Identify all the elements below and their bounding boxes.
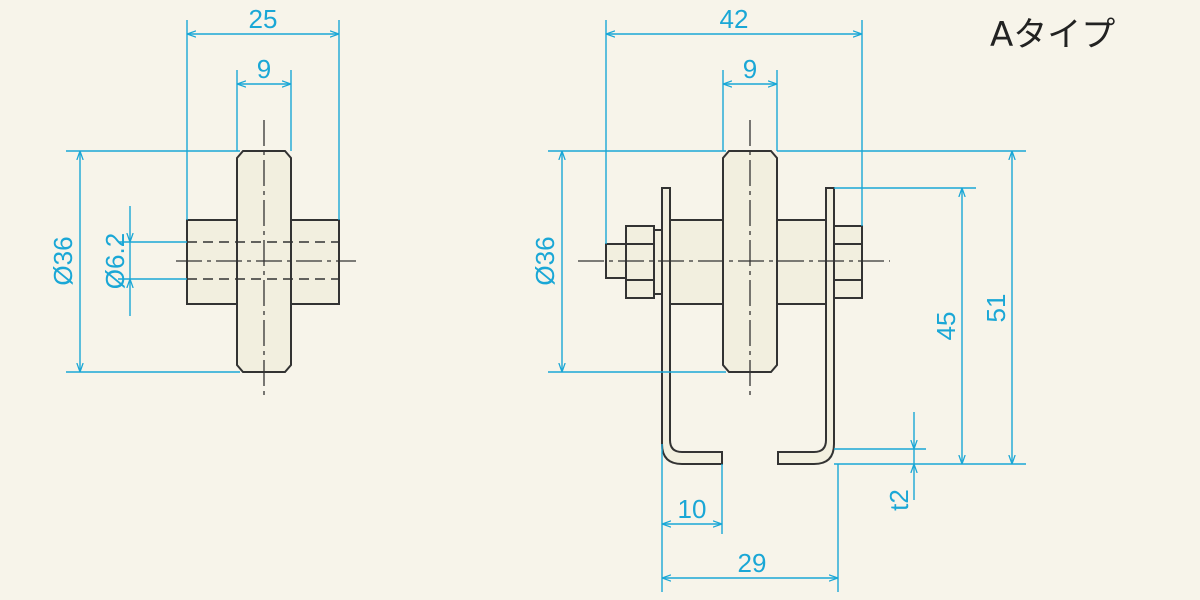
dim-label-bore-6-2: Ø6.2	[100, 233, 130, 289]
dim-label-dia-36: Ø36	[530, 236, 560, 285]
dim-label-width-25: 25	[249, 4, 278, 34]
right-view: 42 9 Ø36 45 51 t2 10 29	[530, 4, 1026, 592]
dim-label-width-42: 42	[720, 4, 749, 34]
dim-label-dia-36: Ø36	[48, 236, 78, 285]
dim-label-thickness-t2: t2	[884, 489, 914, 511]
left-view: 25 9 Ø36 Ø6.2	[48, 4, 356, 400]
left-nut	[625, 225, 655, 299]
drawing-title: Aタイプ	[990, 15, 1115, 55]
right-bracket	[777, 187, 835, 465]
dim-label-height-45: 45	[931, 312, 961, 341]
left-washer	[653, 229, 663, 295]
dim-label-wheel-9: 9	[257, 54, 271, 84]
dim-label-lip-10: 10	[678, 494, 707, 524]
dim-label-height-51: 51	[981, 294, 1011, 323]
left-bracket	[661, 187, 723, 465]
right-nut	[833, 225, 863, 299]
dim-label-width-29: 29	[738, 548, 767, 578]
dim-label-wheel-9: 9	[743, 54, 757, 84]
